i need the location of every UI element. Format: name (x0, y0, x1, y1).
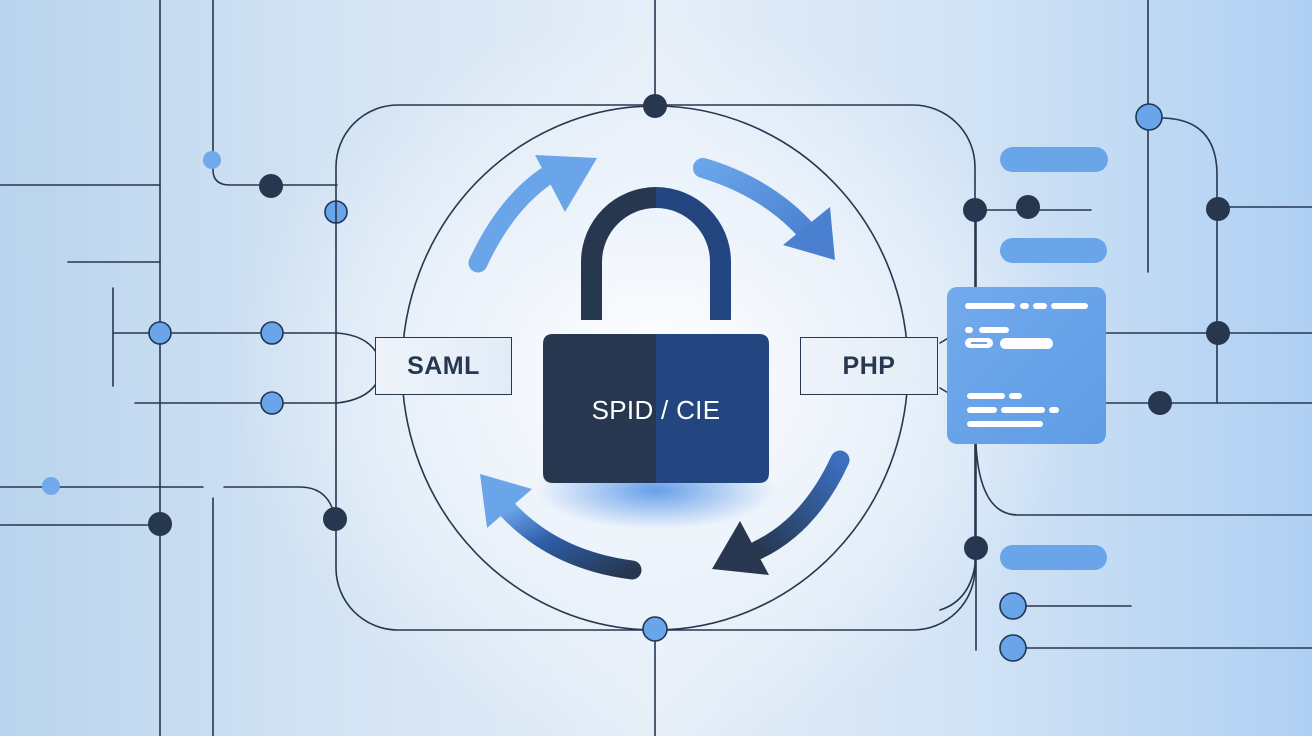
node-dark (323, 507, 347, 531)
arrow-top-right-icon (693, 158, 835, 260)
code-line (965, 327, 973, 333)
node-light (148, 321, 172, 345)
node-dark (1016, 195, 1040, 219)
right-wiring (939, 0, 1312, 662)
node-dark (1148, 391, 1172, 415)
node-dark (963, 198, 987, 222)
node-light (642, 616, 668, 642)
arrow-bottom-left-icon (480, 474, 642, 580)
left-wiring (0, 0, 377, 736)
arrow-top-left-icon (468, 155, 597, 273)
wire (939, 557, 977, 611)
node-light (999, 634, 1027, 662)
lock-label: SPID / CIE (591, 394, 721, 425)
php-label: PHP (842, 351, 896, 380)
code-line (1001, 407, 1045, 413)
code-line (1049, 407, 1059, 413)
cycle-arrows (468, 155, 850, 580)
saml-label: SAML (407, 351, 480, 380)
node-light (42, 477, 60, 495)
node-light (1135, 103, 1163, 131)
code-line (1033, 303, 1047, 309)
code-document-icon (947, 287, 1106, 444)
code-line (1020, 303, 1029, 309)
wire (212, 0, 338, 186)
placeholder-pill (1000, 545, 1107, 570)
saml-label-box: SAML (375, 337, 512, 395)
node-dark (148, 512, 172, 536)
node-dark (259, 174, 283, 198)
padlock-icon (543, 187, 769, 483)
code-line (967, 393, 1005, 399)
code-token (1000, 338, 1053, 349)
code-line (979, 327, 1009, 333)
wire (1159, 117, 1218, 404)
node-light (203, 151, 221, 169)
code-line (967, 421, 1043, 427)
code-line (1051, 303, 1088, 309)
placeholder-pill (1000, 147, 1108, 172)
node-light (260, 391, 284, 415)
arrow-bottom-right-icon (712, 450, 850, 575)
code-line (1009, 393, 1022, 399)
wire (975, 444, 1312, 516)
node-dark (964, 536, 988, 560)
placeholder-pill (1000, 238, 1107, 263)
wire (336, 383, 377, 404)
node-light (260, 321, 284, 345)
node-dark (1206, 197, 1230, 221)
node-dark (1206, 321, 1230, 345)
node-dark (643, 94, 667, 118)
node-light (999, 592, 1027, 620)
wire (223, 486, 334, 511)
code-line (967, 407, 997, 413)
code-token (965, 338, 993, 348)
php-label-box: PHP (800, 337, 938, 395)
wire (336, 332, 377, 353)
code-line (965, 303, 1015, 309)
